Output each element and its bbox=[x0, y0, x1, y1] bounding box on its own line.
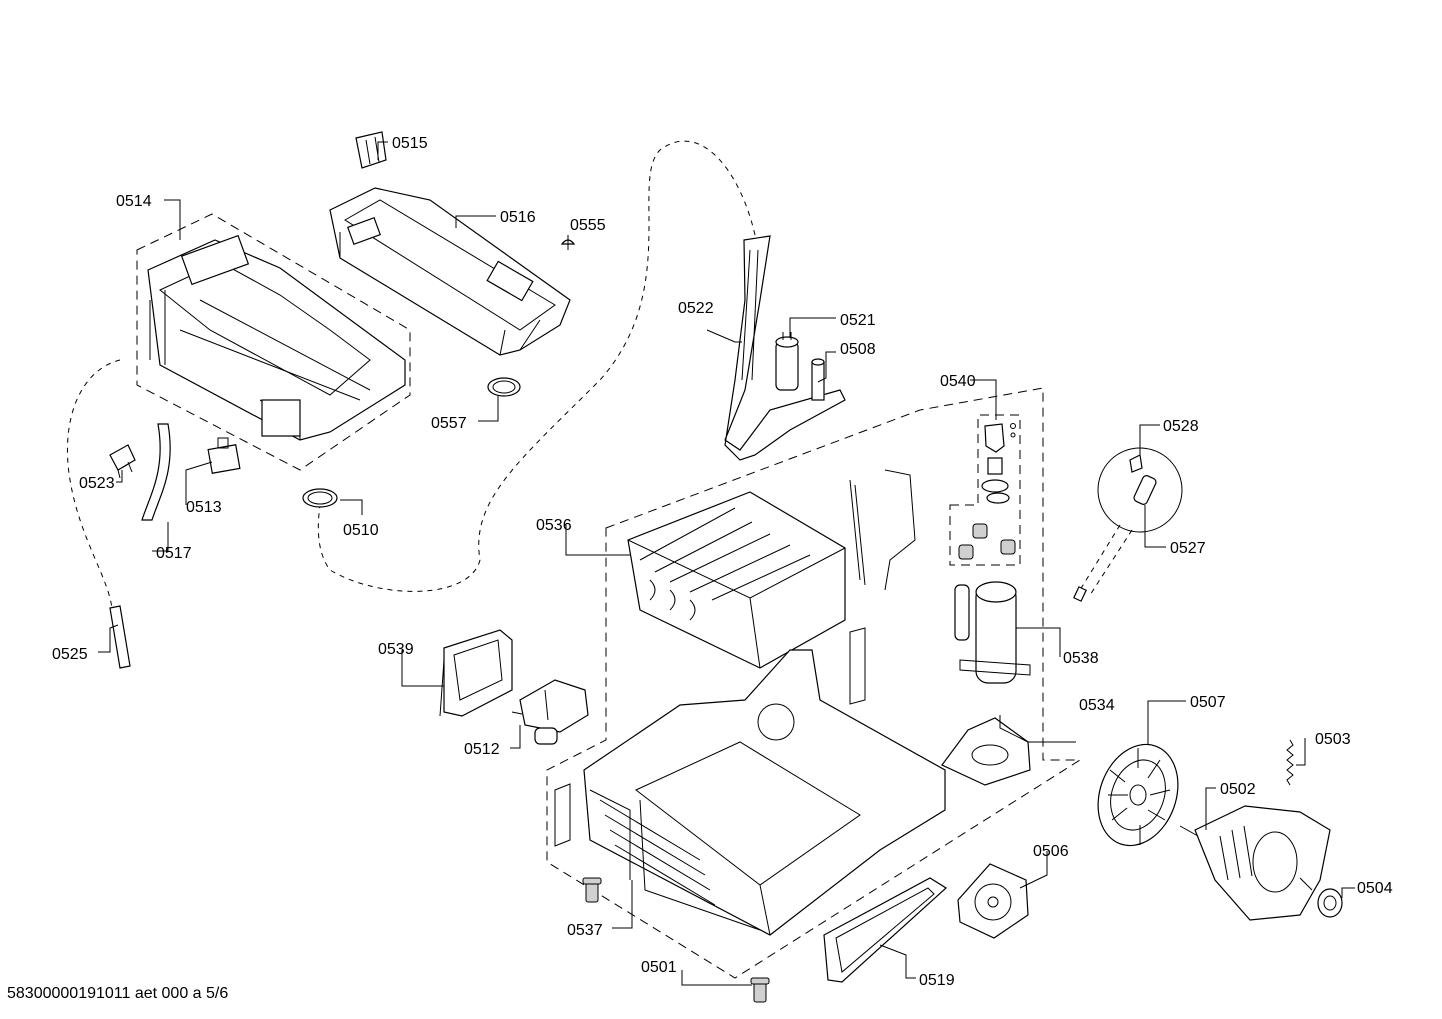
part-label-0508: 0508 bbox=[840, 341, 876, 358]
cooling-fan-drawing bbox=[957, 863, 1029, 939]
part-label-0536: 0536 bbox=[536, 517, 572, 534]
part-labels: 0514 0515 0516 0555 0557 0510 0523 0513 … bbox=[52, 135, 1393, 989]
knob-drawing bbox=[560, 239, 576, 250]
part-label-0501: 0501 bbox=[641, 959, 677, 976]
part-label-0538: 0538 bbox=[1063, 650, 1099, 667]
part-label-0507: 0507 bbox=[1190, 694, 1226, 711]
part-label-0503: 0503 bbox=[1315, 731, 1351, 748]
spring-drawing bbox=[1286, 739, 1294, 786]
part-label-0539: 0539 bbox=[378, 641, 414, 658]
part-label-0540: 0540 bbox=[940, 373, 976, 390]
valve-drawing bbox=[207, 437, 241, 474]
heat-exchanger-drawing bbox=[627, 469, 916, 669]
part-label-0523: 0523 bbox=[79, 475, 115, 492]
part-label-0527: 0527 bbox=[1170, 540, 1206, 557]
part-label-0557: 0557 bbox=[431, 415, 467, 432]
part-label-0525: 0525 bbox=[52, 646, 88, 663]
leader-lines bbox=[98, 141, 1355, 986]
part-label-0555: 0555 bbox=[570, 217, 606, 234]
seal-ring-510-drawing bbox=[302, 488, 338, 508]
control-bracket-drawing bbox=[439, 629, 513, 717]
document-code: 58300000191011 aet 000 a 5/6 bbox=[7, 985, 228, 1002]
mounting-plate-drawing bbox=[941, 715, 1031, 786]
dispenser-cover-drawing bbox=[329, 187, 571, 356]
pump-drawing bbox=[511, 679, 589, 745]
part-label-0528: 0528 bbox=[1163, 418, 1199, 435]
screw-537-drawing bbox=[582, 877, 602, 903]
part-label-0537: 0537 bbox=[567, 922, 603, 939]
part-label-0534: 0534 bbox=[1079, 697, 1115, 714]
screw-501-drawing bbox=[750, 977, 770, 1003]
part-label-0502: 0502 bbox=[1220, 781, 1256, 798]
part-label-0510: 0510 bbox=[343, 522, 379, 539]
gasket-drawing bbox=[823, 877, 947, 983]
part-label-0516: 0516 bbox=[500, 209, 536, 226]
part-label-0517: 0517 bbox=[156, 545, 192, 562]
part-label-0513: 0513 bbox=[186, 499, 222, 516]
air-duct-drawing bbox=[724, 235, 846, 461]
part-label-0519: 0519 bbox=[919, 972, 955, 989]
part-label-0514: 0514 bbox=[116, 193, 152, 210]
compressor-accessories-drawing bbox=[958, 423, 1016, 560]
part-label-0515: 0515 bbox=[392, 135, 428, 152]
holder-drawing bbox=[811, 358, 825, 401]
group-outlines bbox=[66, 140, 1183, 979]
sensor-drawing bbox=[1073, 454, 1157, 602]
clip-drawing bbox=[355, 131, 387, 169]
part-label-0512: 0512 bbox=[464, 741, 500, 758]
part-label-0504: 0504 bbox=[1357, 880, 1393, 897]
seal-ring-557-drawing bbox=[487, 377, 521, 397]
part-label-0521: 0521 bbox=[840, 312, 876, 329]
bracket-drawing bbox=[109, 444, 136, 479]
base-frame-drawing bbox=[554, 627, 946, 936]
part-label-0522: 0522 bbox=[678, 300, 714, 317]
hose-525-drawing bbox=[109, 605, 131, 669]
hose-517-drawing bbox=[141, 423, 171, 521]
blower-wheel-drawing bbox=[1097, 743, 1179, 847]
part-label-0506: 0506 bbox=[1033, 843, 1069, 860]
part-illustrations bbox=[109, 131, 1343, 1003]
dispenser-housing-drawing bbox=[147, 234, 406, 441]
cap-drawing bbox=[1317, 888, 1343, 918]
compressor-drawing bbox=[954, 581, 1031, 684]
motor-drawing bbox=[1179, 805, 1331, 921]
capacitor-drawing bbox=[775, 332, 799, 391]
